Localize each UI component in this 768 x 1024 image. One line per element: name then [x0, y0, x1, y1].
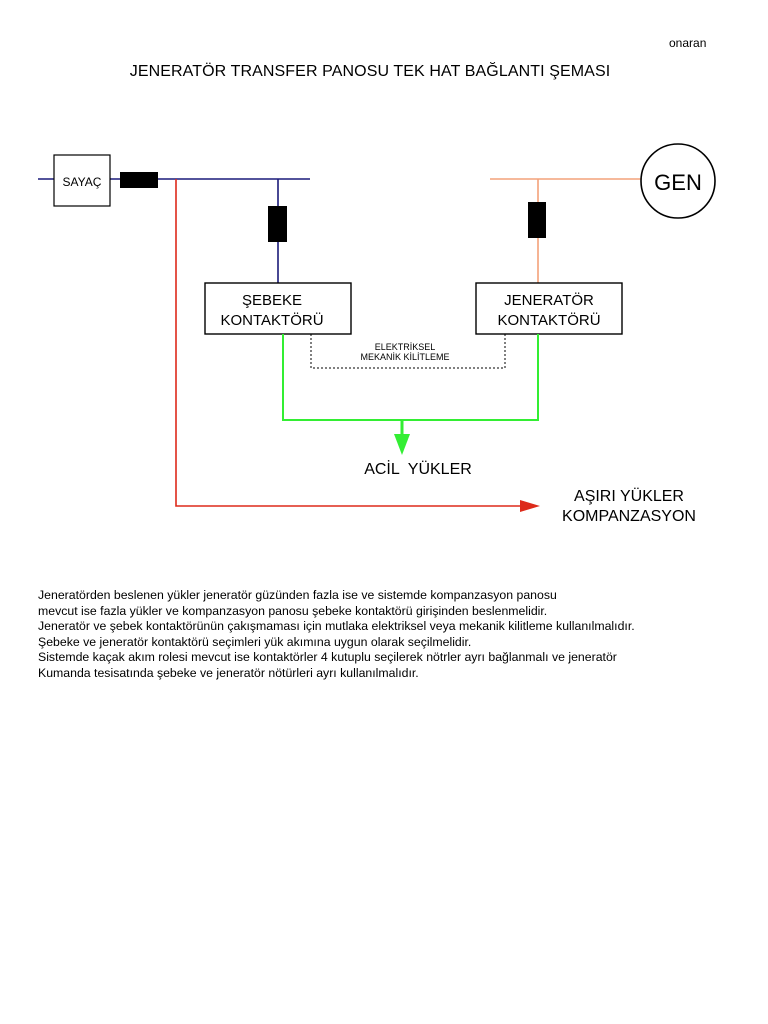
- interlock-label-line1: ELEKTRİKSEL: [375, 342, 436, 352]
- grid-fuse: [268, 206, 287, 242]
- generator-contactor-box: [475, 282, 623, 335]
- note-line: Sistemde kaçak akım rolesi mevcut ise ko…: [38, 650, 617, 664]
- interlock-dashed-line: [310, 334, 506, 369]
- generator-symbol: [640, 143, 716, 219]
- interlock-label-line2: MEKANİK KİLİTLEME: [360, 352, 449, 362]
- notes-paragraph: Jeneratörden beslenen yükler jeneratör g…: [38, 588, 748, 681]
- emergency-load-line: [282, 334, 539, 421]
- author-name: onaran: [669, 36, 707, 50]
- grid-contactor-label-line2: KONTAKTÖRÜ: [220, 311, 323, 329]
- note-line: Şebeke ve jeneratör kontaktörü seçimleri…: [38, 634, 472, 649]
- emergency-loads-label: ACİL YÜKLER: [364, 459, 472, 478]
- meter-box: [53, 154, 111, 207]
- generator-label: GEN: [654, 170, 702, 195]
- meter-label: SAYAÇ: [63, 175, 102, 189]
- note-line: Jeneratör ve şebek kontaktörünün çakışma…: [38, 619, 635, 633]
- excess-loads-label-line1: AŞIRI YÜKLER: [574, 487, 684, 505]
- emergency-load-arrowhead: [394, 434, 410, 455]
- grid-contactor-box: [204, 282, 352, 335]
- main-fuse: [120, 172, 158, 188]
- generator-contactor-label-line1: JENERATÖR: [504, 291, 594, 309]
- note-line: Kumanda tesisatında şebeke ve jeneratör …: [38, 665, 419, 680]
- note-line: Jeneratörden beslenen yükler jeneratör g…: [38, 588, 557, 602]
- generator-fuse: [528, 202, 546, 238]
- note-line: mevcut ise fazla yükler ve kompanzasyon …: [38, 603, 548, 618]
- excess-load-arrowhead: [520, 500, 540, 512]
- page-title: JENERATÖR TRANSFER PANOSU TEK HAT BAĞLAN…: [129, 63, 611, 80]
- generator-contactor-label-line2: KONTAKTÖRÜ: [497, 311, 600, 329]
- excess-load-line: [175, 179, 520, 507]
- excess-loads-label-line2: KOMPANZASYON: [562, 508, 696, 525]
- grid-contactor-label-line1: ŞEBEKE: [242, 292, 302, 309]
